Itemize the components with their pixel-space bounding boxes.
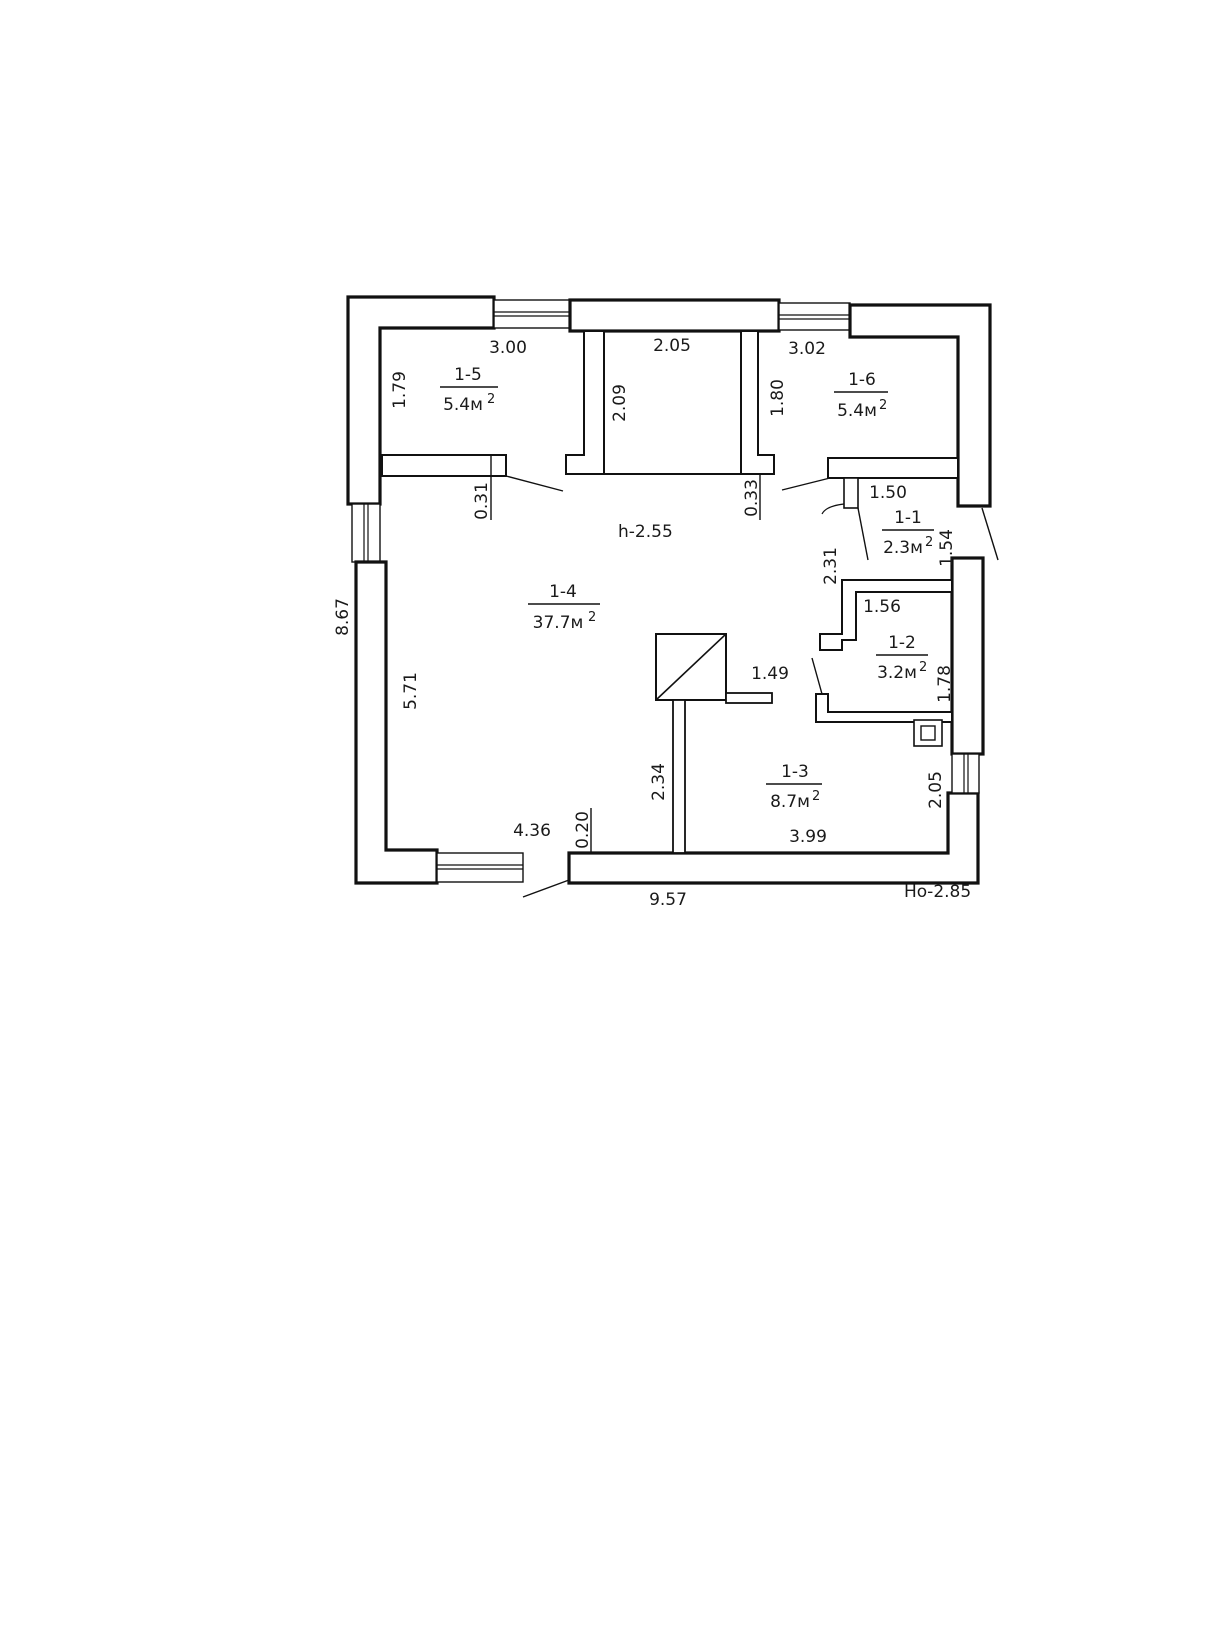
dim-top-left: 3.00 [489, 338, 527, 358]
dim-bottom-right: 3.99 [789, 827, 827, 847]
partition-hall-left [565, 330, 605, 475]
door-room-1-5 [505, 475, 564, 492]
door-closet-1-1 [821, 503, 845, 515]
room-1-3-label: 1-3 8.7м 2 [766, 762, 822, 812]
dim-closet-width: 1.50 [869, 483, 907, 503]
room-area: 37.7м [533, 613, 584, 633]
partition-room-1-5 [381, 454, 507, 477]
dim-wall-left: 0.31 [472, 482, 492, 520]
dim-bath-width: 1.56 [863, 597, 901, 617]
wall-bottom-left [354, 560, 439, 885]
room-id: 1-3 [781, 762, 809, 782]
dim-top-right: 3.02 [788, 339, 826, 359]
room-id: 1-1 [894, 508, 922, 528]
room-area: 2.3м [883, 538, 923, 558]
dim-storage-side: 2.34 [649, 763, 669, 801]
area-exponent: 2 [588, 610, 596, 625]
dim-partition: 1.49 [751, 664, 789, 684]
area-exponent: 2 [925, 535, 933, 550]
room-1-6-label: 1-6 5.4м 2 [834, 370, 888, 421]
wall-right-middle [950, 556, 985, 756]
dim-room-1-5-height: 1.79 [390, 371, 410, 409]
partition-stove-arm [725, 692, 773, 704]
ceiling-height: h-2.55 [618, 522, 673, 542]
partition-storage-1-3 [672, 699, 686, 854]
dim-bath-depth: 1.78 [935, 665, 955, 703]
room-id: 1-6 [848, 370, 876, 390]
dim-bottom-wall: 0.20 [573, 811, 593, 849]
partition-closet-1-1 [843, 477, 859, 509]
dim-overall-width: 9.57 [649, 890, 687, 910]
area-exponent: 2 [879, 398, 887, 413]
stove-icon [655, 633, 727, 701]
dim-hall-depth: 2.09 [610, 384, 630, 422]
dim-top-mid: 2.05 [653, 336, 691, 356]
dim-room-1-6-height: 1.80 [768, 379, 788, 417]
room-1-2-label: 1-2 3.2м 2 [876, 633, 928, 683]
dim-closet-depth: 1.54 [937, 529, 957, 567]
room-1-4-label: 1-4 37.7м 2 [528, 582, 600, 633]
area-exponent: 2 [919, 660, 927, 675]
room-1-1-label: 1-1 2.3м 2 [882, 508, 934, 558]
area-exponent: 2 [487, 392, 495, 407]
outer-height: Hо-2.85 [904, 882, 971, 902]
dim-bottom-left: 4.36 [513, 821, 551, 841]
window-top-right [778, 302, 851, 331]
area-exponent: 2 [812, 789, 820, 804]
dim-left-inner: 5.71 [401, 672, 421, 710]
partition-bath-1-2 [819, 579, 953, 651]
partition-room-1-6 [827, 457, 959, 479]
room-id: 1-5 [454, 365, 482, 385]
dim-overall-height: 8.67 [333, 598, 353, 636]
wall-top-right [848, 303, 992, 508]
window-top-left [493, 299, 571, 329]
room-area: 3.2м [877, 663, 917, 683]
dim-storage-depth: 2.05 [926, 771, 946, 809]
door-bath-1-2 [811, 657, 823, 695]
boiler-icon [913, 719, 943, 747]
window-bottom [436, 852, 524, 883]
wall-top-left [346, 295, 496, 506]
door-closet-1-1-swing [857, 507, 869, 561]
door-exterior-right [981, 507, 999, 561]
partition-bath-bottom [815, 693, 953, 723]
door-room-1-6 [781, 477, 831, 491]
room-1-5-label: 1-5 5.4м 2 [440, 365, 498, 415]
room-area: 5.4м [837, 401, 877, 421]
door-entrance [522, 879, 570, 898]
room-area: 8.7м [770, 792, 810, 812]
dim-bath-side: 2.31 [821, 547, 841, 585]
window-right [951, 753, 980, 794]
dim-wall-mid: 0.33 [742, 479, 762, 517]
window-left [351, 503, 381, 563]
room-area: 5.4м [443, 395, 483, 415]
wall-top-middle [568, 298, 781, 333]
room-id: 1-2 [888, 633, 916, 653]
room-id: 1-4 [549, 582, 577, 602]
